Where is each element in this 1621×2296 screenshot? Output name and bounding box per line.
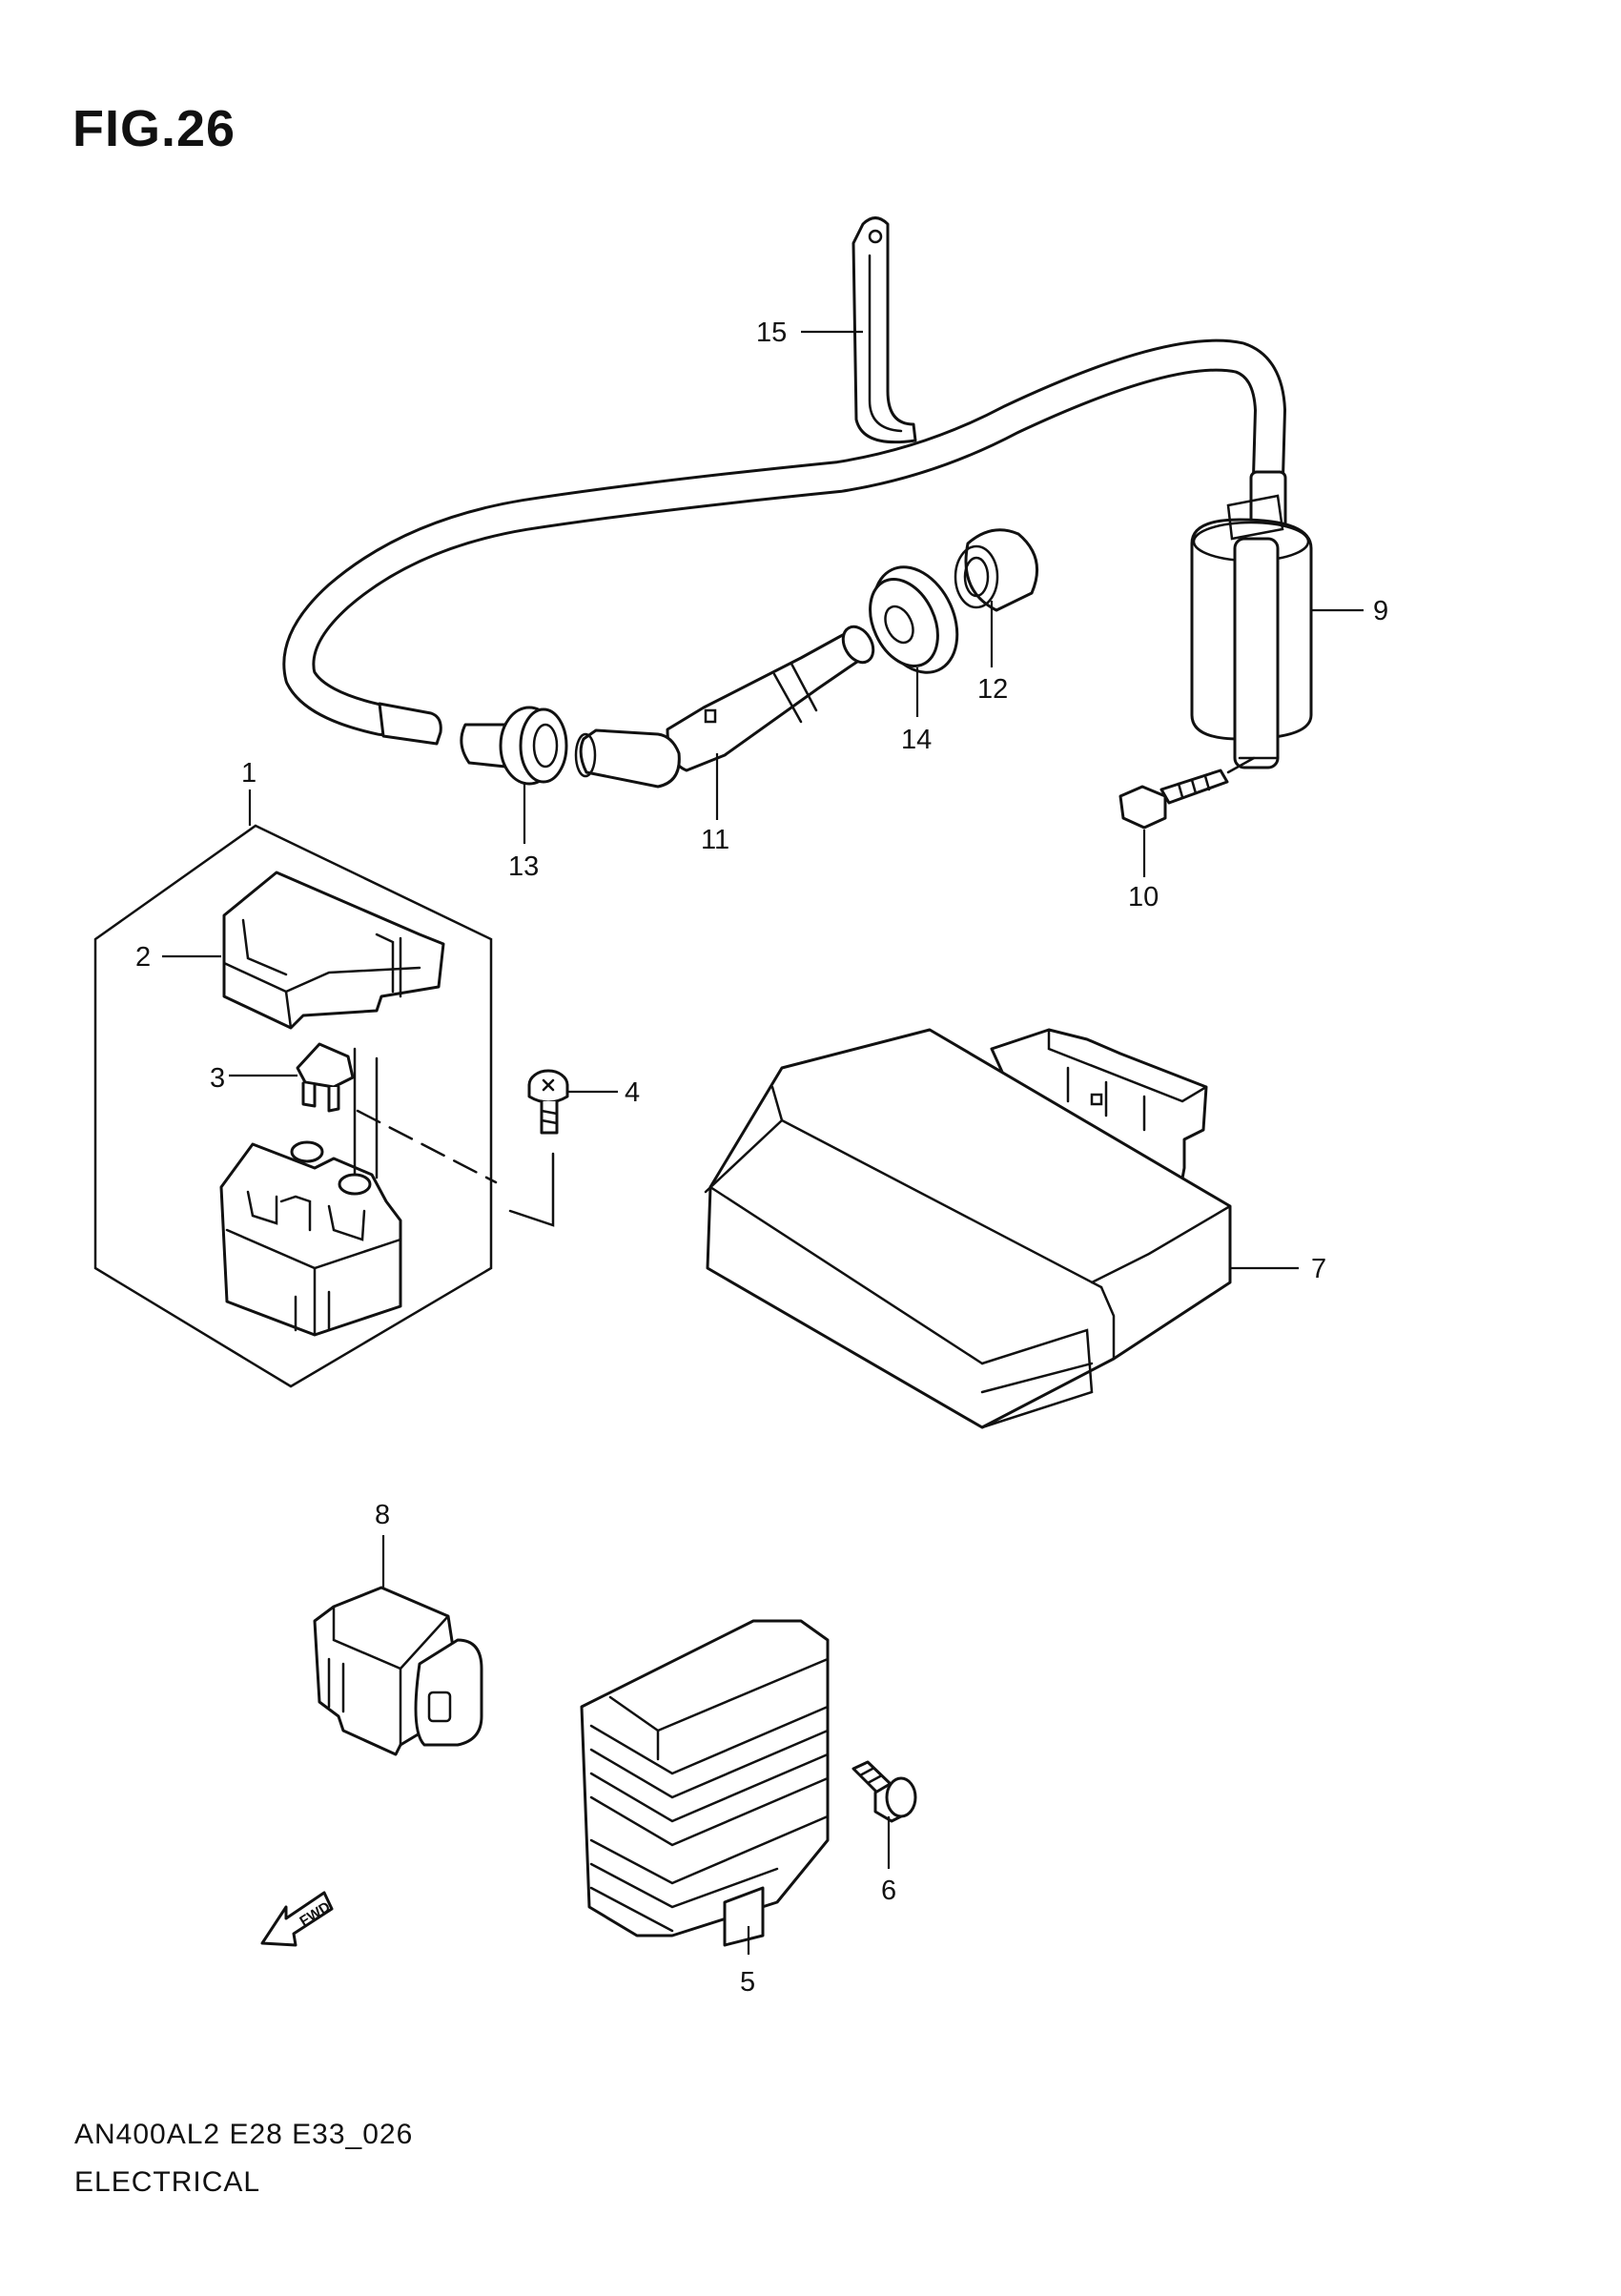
figure-title: FIG.26 [72,100,236,157]
assembly-line-screw-4 [508,1152,555,1227]
callout-3: 3 [210,1063,225,1094]
leader-lines [162,330,1364,1955]
part-6-bolt[interactable] [852,1760,917,1823]
part-15-clamp[interactable] [852,216,917,444]
callout-7: 7 [1311,1254,1326,1284]
callout-9: 9 [1373,596,1388,626]
part-5-regulator-rectifier[interactable] [580,1619,830,1947]
part-11-plug-cap[interactable] [574,622,879,789]
part-1-starter-relay-body[interactable] [219,1047,402,1337]
callout-8: 8 [375,1500,390,1530]
callout-4: 4 [625,1077,640,1108]
part-4-screw[interactable] [527,1069,569,1135]
part-2-relay-cover[interactable] [222,871,445,1030]
footer-model-code: AN400AL2 E28 E33_026 [74,2119,414,2150]
callout-14: 14 [901,725,932,755]
footer-section-title: ELECTRICAL [74,2166,261,2198]
callout-6: 6 [881,1876,896,1906]
part-7-ecm[interactable] [704,1028,1232,1429]
part-10-bolt[interactable] [1118,756,1256,830]
callout-5: 5 [740,1967,755,1998]
part-1-starter-relay-group [93,824,493,1388]
part-13-seal[interactable] [460,706,568,786]
fwd-arrow: FWD [260,1891,334,1947]
callout-2: 2 [135,942,151,973]
part-3-fuse[interactable] [296,1042,355,1113]
callout-13: 13 [508,851,539,882]
callout-1: 1 [241,758,256,789]
ignition-lead-cable [282,338,1286,746]
assembly-dash-line [356,1109,498,1184]
callout-12: 12 [977,674,1008,705]
callout-15: 15 [756,318,787,348]
part-9-ignition-coil[interactable] [1190,470,1313,769]
callout-11: 11 [701,825,729,855]
part-8-connector[interactable] [313,1586,483,1756]
callout-10: 10 [1128,882,1159,912]
part-12-bushing[interactable] [954,528,1039,612]
part-14-grommet[interactable] [857,554,974,687]
